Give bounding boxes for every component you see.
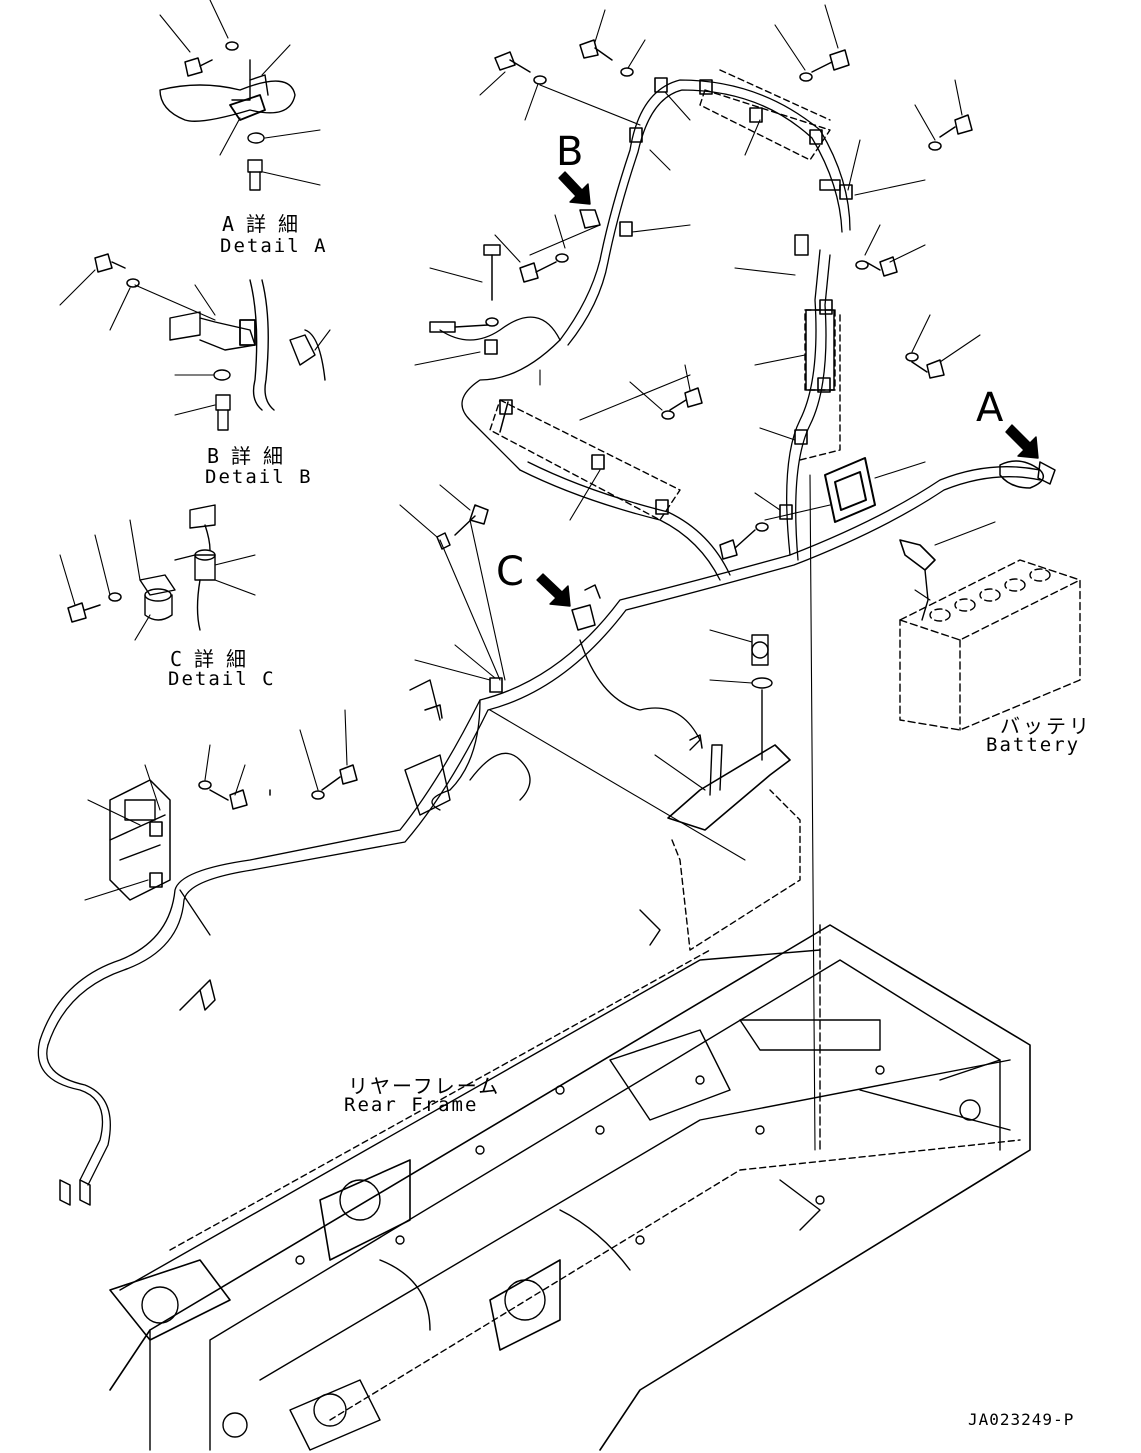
connectors [59, 179, 1056, 1206]
rear-frame-label-jp: リヤーフレーム [348, 1074, 501, 1098]
rear-frame-drawing [109, 924, 1031, 1451]
rear-frame-label-en: Rear Frame [344, 1094, 479, 1116]
detail-assemblies [139, 59, 326, 631]
callout-c: C [496, 549, 524, 595]
mounting-bracket-drawing [639, 634, 801, 951]
callout-b: B [556, 129, 584, 175]
bolts-and-washers [67, 39, 973, 810]
battery-label-jp: バッテリ [1000, 714, 1092, 738]
controller-module-drawing [109, 679, 451, 901]
harness-sleeves [489, 69, 841, 521]
callout-a: A [976, 385, 1004, 431]
detail-c-label-jp: C詳細 [170, 647, 259, 671]
detail-a-label-jp: A詳細 [222, 212, 311, 236]
grommet-drawing [824, 457, 876, 523]
battery-cable-terminal [899, 539, 936, 621]
battery-label-en: Battery [986, 734, 1081, 756]
leader-lines [59, 0, 996, 1151]
callout-arrows [536, 171, 1039, 607]
detail-b-label-jp: B詳細 [207, 444, 296, 468]
detail-b-label-en: Detail B [205, 466, 313, 488]
detail-c-label-en: Detail C [168, 668, 276, 690]
drawing-number: JA023249-P [968, 1410, 1075, 1429]
harness-sleeve-solid [499, 309, 835, 433]
battery-drawing [899, 559, 1081, 731]
wire-harness-drawing [37, 79, 1041, 1186]
detail-a-label-en: Detail A [220, 235, 328, 257]
harness-clamps [149, 77, 853, 888]
